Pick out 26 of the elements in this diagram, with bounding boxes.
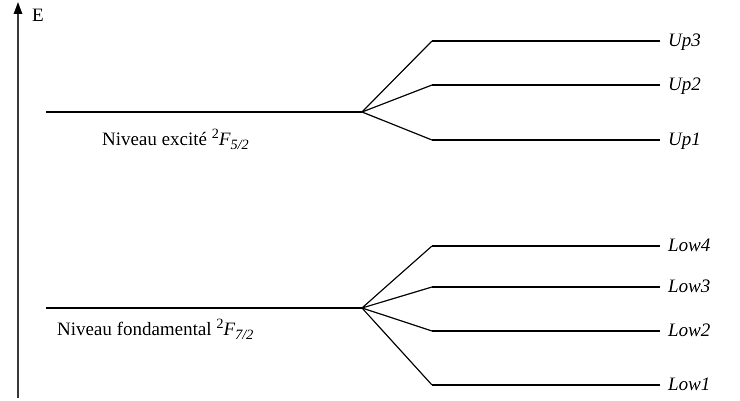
energy-level-line xyxy=(432,330,660,332)
energy-level-line xyxy=(432,40,660,42)
sublevel-label: Up3 xyxy=(668,30,701,52)
energy-level-line xyxy=(432,384,660,386)
splitting-line xyxy=(362,307,432,332)
level-label: Niveau excité $^{2}$F$_{5/2}$ xyxy=(102,128,249,152)
splitting-line xyxy=(362,84,432,113)
level-label: Niveau fondamental $^{2}$F$_{7/2}$ xyxy=(57,318,254,342)
sublevel-label: Low3 xyxy=(668,276,710,298)
energy-level-line xyxy=(432,286,660,288)
splitting-line xyxy=(362,286,432,309)
sublevel-label: Up2 xyxy=(668,74,701,96)
energy-level-line xyxy=(46,307,362,309)
energy-level-line xyxy=(432,139,660,141)
sublevel-label: Low4 xyxy=(668,235,710,257)
energy-level-line xyxy=(46,111,362,113)
splitting-line xyxy=(362,111,432,141)
splitting-line xyxy=(362,246,432,308)
energy-level-line xyxy=(432,84,660,86)
splitting-line xyxy=(362,40,432,112)
sublevel-label: Low2 xyxy=(668,320,710,342)
sublevel-label: Up1 xyxy=(668,129,701,151)
sublevel-label: Low1 xyxy=(668,374,710,396)
energy-level-line xyxy=(432,245,660,247)
splitting-line xyxy=(362,308,432,386)
axis-label: E xyxy=(32,6,44,25)
